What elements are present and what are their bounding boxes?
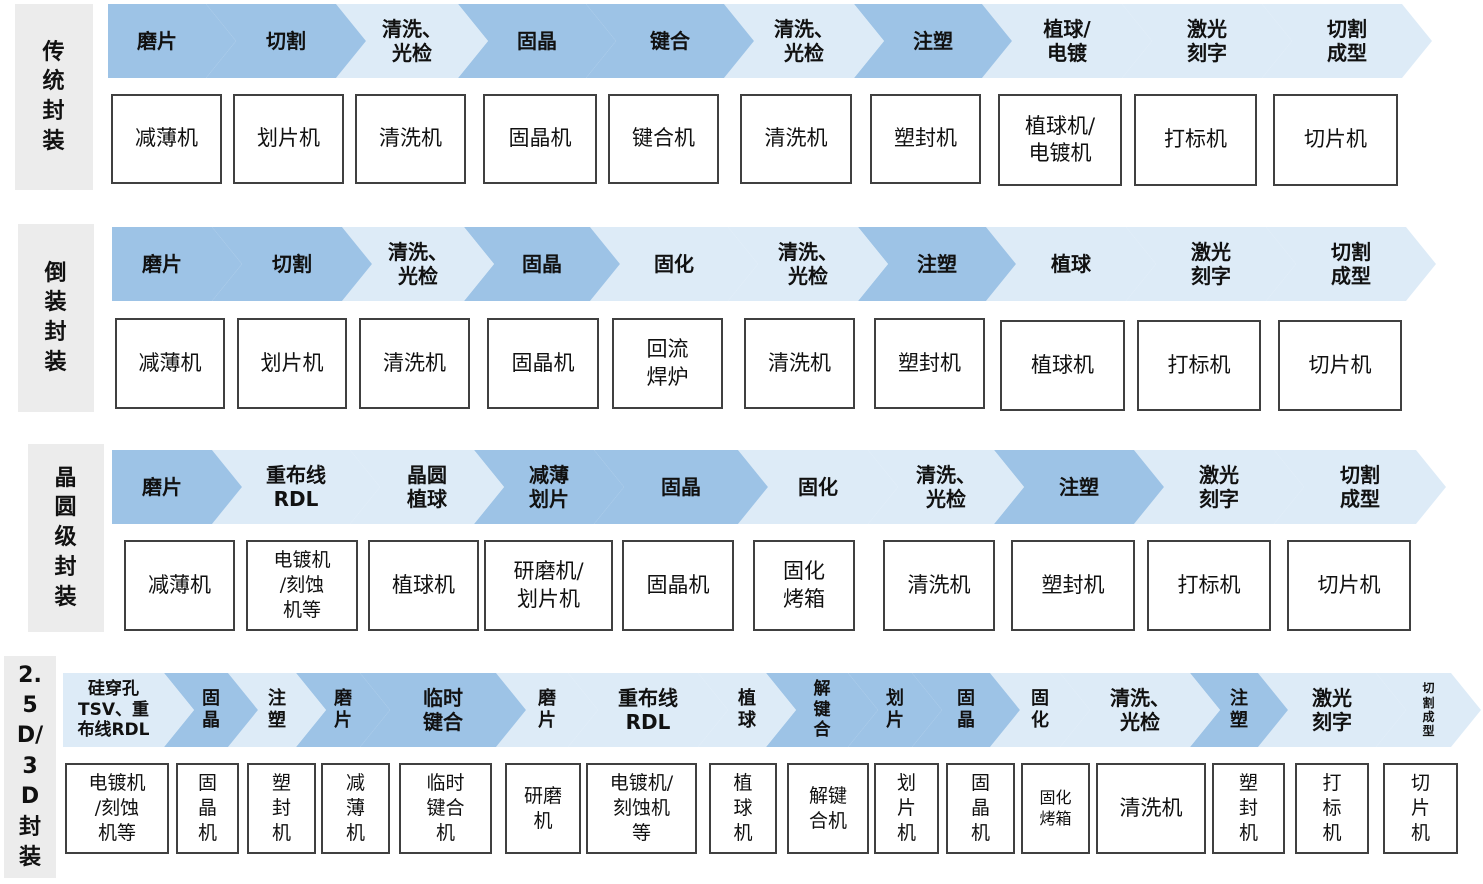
row-label-2-5d-3d-packaging: 2. 5 D/ 3 D 封 装 [4,656,56,878]
equipment-box-4-7: 电镀机/ 刻蚀机 等 [586,763,697,854]
equipment-box-3-6: 固化 烤箱 [753,540,855,631]
equipment-box-4-13: 清洗机 [1096,763,1206,854]
equipment-box-4-12: 固化 烤箱 [1021,763,1090,854]
equipment-box-2-5: 回流 焊炉 [612,318,723,409]
equipment-box-2-6: 清洗机 [744,318,855,409]
equipment-box-4-10: 划 片 机 [874,763,939,854]
equipment-box-4-5: 临时 键合 机 [399,763,492,854]
equipment-box-4-14: 塑 封 机 [1212,763,1285,854]
equipment-box-3-5: 固晶机 [622,540,734,631]
equipment-box-3-9: 打标机 [1147,540,1271,631]
equipment-box-3-8: 塑封机 [1011,540,1135,631]
row-label-flip-chip-packaging: 倒 装 封 装 [18,224,94,412]
equipment-box-2-10: 切片机 [1278,320,1402,411]
row-label-wafer-level-packaging: 晶 圆 级 封 装 [28,444,104,632]
equipment-box-1-7: 塑封机 [870,94,981,184]
process-step-1-3: 清洗、 光检 [336,4,488,78]
equipment-box-3-1: 减薄机 [124,540,235,631]
equipment-box-3-4: 研磨机/ 划片机 [484,540,613,631]
equipment-box-3-7: 清洗机 [883,540,995,631]
equipment-box-1-10: 切片机 [1273,94,1398,186]
equipment-box-4-2: 固 晶 机 [176,763,239,854]
equipment-box-4-16: 切 片 机 [1383,763,1458,854]
process-step-1-9: 激光 刻字 [1122,4,1292,78]
equipment-box-3-2: 电镀机 /刻蚀 机等 [246,540,358,631]
process-step-4-1: 硅穿孔 TSV、重 布线RDL [63,673,194,747]
equipment-box-4-8: 植 球 机 [709,763,777,854]
equipment-box-2-4: 固晶机 [487,318,599,409]
row-label-traditional-packaging: 传 统 封 装 [15,4,93,190]
equipment-box-4-1: 电镀机 /刻蚀 机等 [65,763,169,854]
process-step-2-1: 磨片 [112,227,242,301]
equipment-box-2-3: 清洗机 [359,318,470,409]
equipment-box-4-4: 减 薄 机 [321,763,390,854]
equipment-box-1-9: 打标机 [1134,94,1257,186]
equipment-box-1-4: 固晶机 [483,94,597,184]
equipment-box-4-9: 解键 合机 [787,763,869,854]
process-step-3-2: 重布线 RDL [212,450,380,524]
equipment-box-1-8: 植球机/ 电镀机 [998,94,1122,186]
equipment-box-3-3: 植球机 [368,540,479,631]
equipment-box-2-7: 塑封机 [874,318,985,409]
equipment-box-4-6: 研磨 机 [505,763,581,854]
equipment-box-1-6: 清洗机 [740,94,852,184]
equipment-box-1-5: 键合机 [608,94,719,184]
equipment-box-4-3: 塑 封 机 [247,763,316,854]
equipment-box-2-9: 打标机 [1137,320,1261,411]
equipment-box-3-10: 切片机 [1287,540,1411,631]
process-step-1-1: 磨片 [108,4,236,78]
equipment-box-4-15: 打 标 机 [1295,763,1369,854]
equipment-box-4-11: 固 晶 机 [946,763,1015,854]
process-step-3-1: 磨片 [112,450,242,524]
equipment-box-1-3: 清洗机 [355,94,466,184]
equipment-box-1-1: 减薄机 [111,94,222,184]
equipment-box-2-1: 减薄机 [115,318,225,409]
equipment-box-1-2: 划片机 [233,94,344,184]
equipment-box-2-2: 划片机 [237,318,347,409]
equipment-box-2-8: 植球机 [1000,320,1125,411]
process-step-3-5: 固晶 [594,450,768,524]
